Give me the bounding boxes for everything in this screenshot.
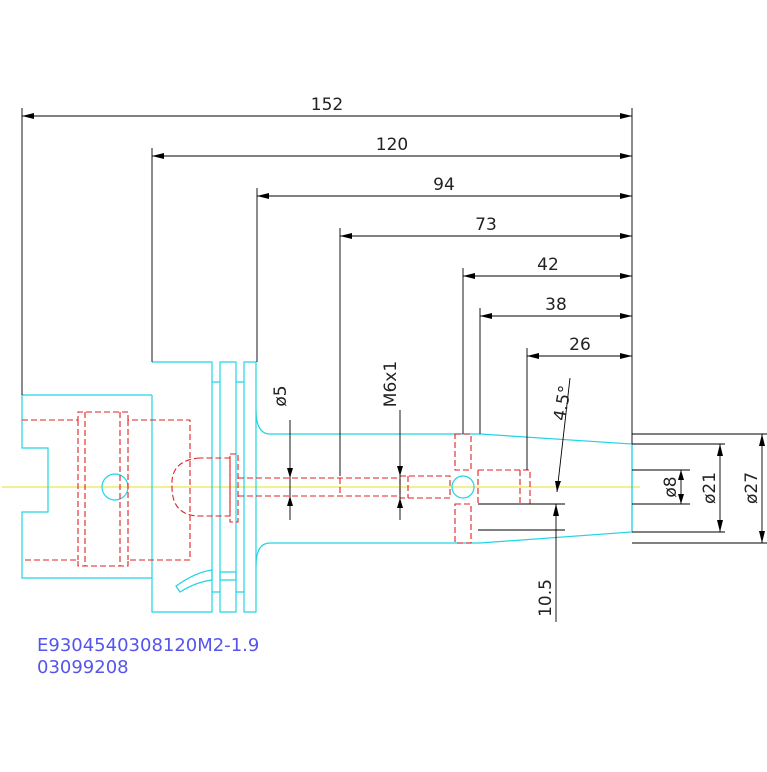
dim-angle-label: 4.5° <box>550 384 576 422</box>
part-number: E9304540308120M2-1.9 <box>37 635 259 656</box>
dim-thread-label: M6x1 <box>381 361 401 407</box>
dim-10-5 <box>553 504 559 622</box>
dim-phi8 <box>678 470 684 504</box>
dim-38-label: 38 <box>545 295 567 315</box>
dim-120-label: 120 <box>376 135 408 155</box>
dim-152-label: 152 <box>311 95 343 115</box>
dim-94 <box>257 193 632 199</box>
hidden-lines <box>22 411 531 567</box>
dim-phi27-label: ø27 <box>742 472 762 504</box>
dim-73-label: 73 <box>475 215 497 235</box>
dim-94-label: 94 <box>433 175 455 195</box>
dim-26-label: 26 <box>569 335 591 355</box>
dim-26 <box>527 353 632 359</box>
dim-38 <box>480 313 632 319</box>
dim-thread <box>397 410 403 520</box>
serial-number: 03099208 <box>37 657 129 678</box>
dim-phi21 <box>717 444 723 532</box>
dim-angle <box>555 377 571 493</box>
dim-phi5 <box>287 420 293 520</box>
dim-phi27 <box>759 434 765 543</box>
dim-10-5-label: 10.5 <box>536 579 556 617</box>
extension-lines <box>21 108 767 544</box>
dim-120 <box>152 153 632 159</box>
dim-phi5-label: ø5 <box>271 385 291 406</box>
dim-42 <box>463 273 632 279</box>
dim-152 <box>22 113 632 119</box>
dim-73 <box>340 233 632 239</box>
dim-phi21-label: ø21 <box>700 472 720 504</box>
dim-phi8-label: ø8 <box>661 476 681 497</box>
dim-42-label: 42 <box>537 255 559 275</box>
